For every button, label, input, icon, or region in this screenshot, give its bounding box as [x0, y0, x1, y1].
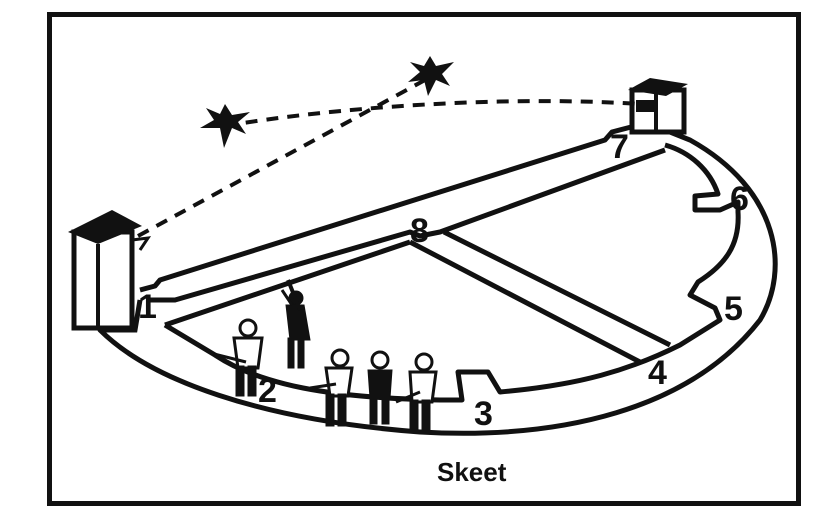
shooter-figure-4 — [395, 352, 438, 431]
station-5-label: 5 — [724, 290, 743, 328]
path-8-to-4-right — [442, 229, 672, 348]
station-8-label: 8 — [410, 212, 429, 250]
station-6-label: 6 — [730, 180, 749, 218]
station-2-label: 2 — [258, 372, 277, 410]
path-8-to-4-left — [408, 239, 642, 365]
shooter-figure-aiming — [280, 279, 311, 369]
walkway-outer-edge — [97, 125, 778, 436]
station-1-label: 1 — [138, 288, 157, 326]
low-house — [628, 78, 688, 135]
chord-upper-edge — [139, 123, 636, 293]
shooter-figure-2 — [309, 348, 354, 427]
station-7-label: 7 — [610, 128, 629, 166]
flight-line-low-house — [224, 99, 641, 128]
chord-lower-edge — [150, 147, 666, 303]
station-3-label: 3 — [474, 395, 493, 433]
high-house — [68, 210, 152, 331]
station-4-label: 4 — [648, 354, 667, 392]
shooter-figure-3 — [367, 350, 393, 425]
shooter-figure-1 — [213, 318, 264, 397]
target-burst-left-icon — [200, 104, 250, 148]
target-burst-right-icon — [408, 56, 454, 96]
diagram-caption: Skeet — [437, 457, 507, 487]
